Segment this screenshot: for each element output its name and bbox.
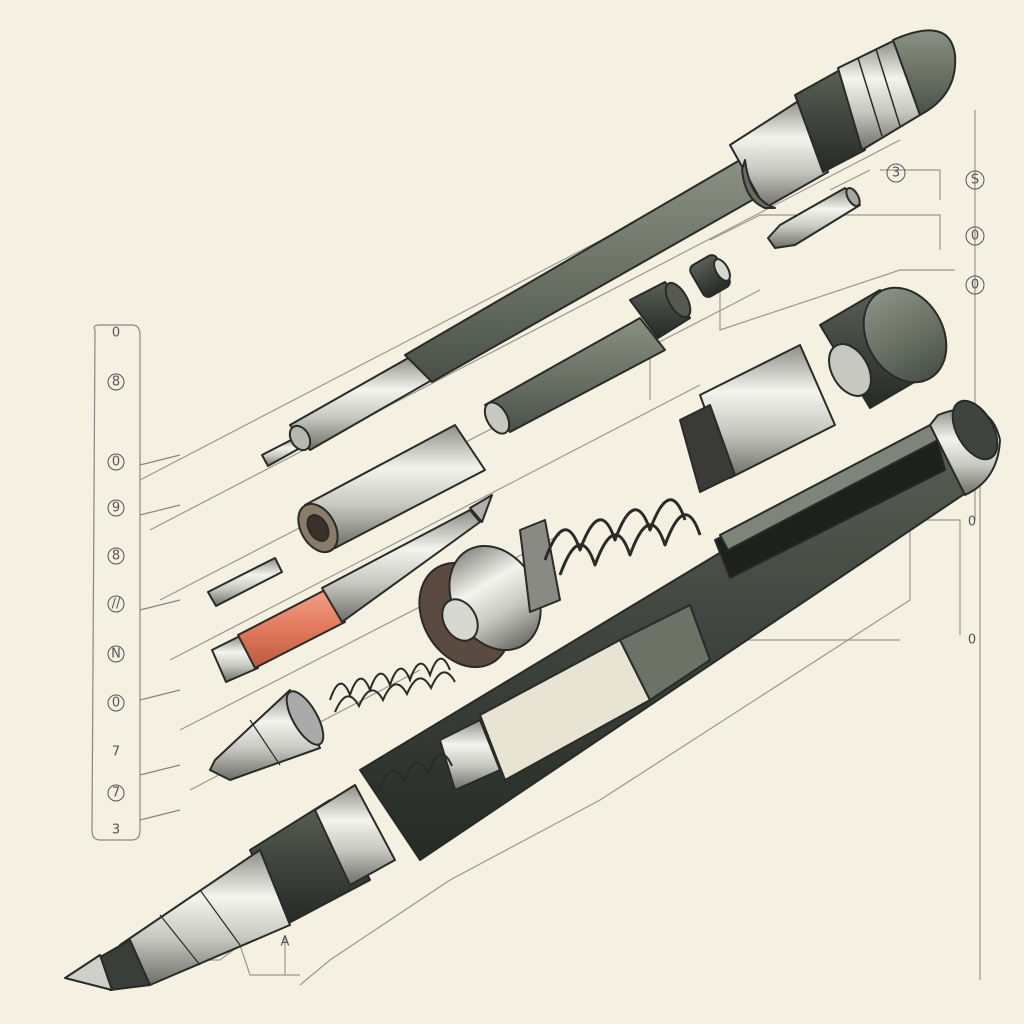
- callout-ring: [107, 499, 125, 517]
- callout-lower-right-1: 0: [968, 515, 976, 530]
- clutch-shaft-component: [483, 281, 692, 435]
- callout-left-11: 3: [112, 823, 120, 838]
- callout-right-1: 3: [886, 163, 906, 183]
- callout-left-2: 8: [112, 375, 120, 390]
- callout-left-6: //: [112, 597, 121, 612]
- callout-ring: [107, 694, 125, 712]
- callout-lower-right-2: 0: [968, 633, 976, 648]
- chrome-tube-component: [297, 424, 486, 554]
- callout-bottom-1: A: [281, 935, 290, 950]
- upper-barrel-component: [261, 29, 957, 467]
- callout-label: 0: [971, 278, 979, 293]
- callout-left-4: 9: [112, 501, 120, 516]
- callouts-right: 3 S 0 0: [886, 163, 985, 295]
- callout-left-3: 0: [112, 455, 120, 470]
- callout-ring: [107, 595, 125, 613]
- callout-left-8: 0: [112, 696, 120, 711]
- callout-ring: [107, 547, 125, 565]
- clutch-assembly-component: [418, 286, 948, 669]
- lead-component: [207, 494, 493, 683]
- callout-ring: [107, 645, 125, 663]
- callout-label: 0: [971, 229, 979, 244]
- callout-left-10: 7: [112, 786, 120, 801]
- callout-left-5: 8: [112, 549, 120, 564]
- cap-component: [689, 186, 861, 298]
- spring-component: [329, 657, 456, 713]
- callout-right-2: S: [965, 170, 985, 190]
- callout-label: S: [971, 173, 979, 188]
- callout-ring: [107, 373, 125, 391]
- callout-bracket-left: [91, 324, 181, 841]
- callouts-bottom: A: [281, 935, 290, 950]
- callout-label: 3: [892, 166, 900, 181]
- callout-right-4: 0: [965, 275, 985, 295]
- callout-left-7: N: [111, 647, 121, 662]
- callouts-left: 0 8 0 9 8 // N 0 7 7 3: [107, 326, 125, 838]
- tip-component: [209, 689, 325, 781]
- callout-right-3: 0: [965, 226, 985, 246]
- callout-ring: [107, 453, 125, 471]
- callout-left-9: 7: [112, 745, 120, 760]
- callouts-lower-right: 0 0: [968, 515, 976, 648]
- callout-ring: [107, 784, 125, 802]
- callout-left-1: 0: [112, 326, 120, 341]
- pencil-body-component: [64, 399, 1001, 991]
